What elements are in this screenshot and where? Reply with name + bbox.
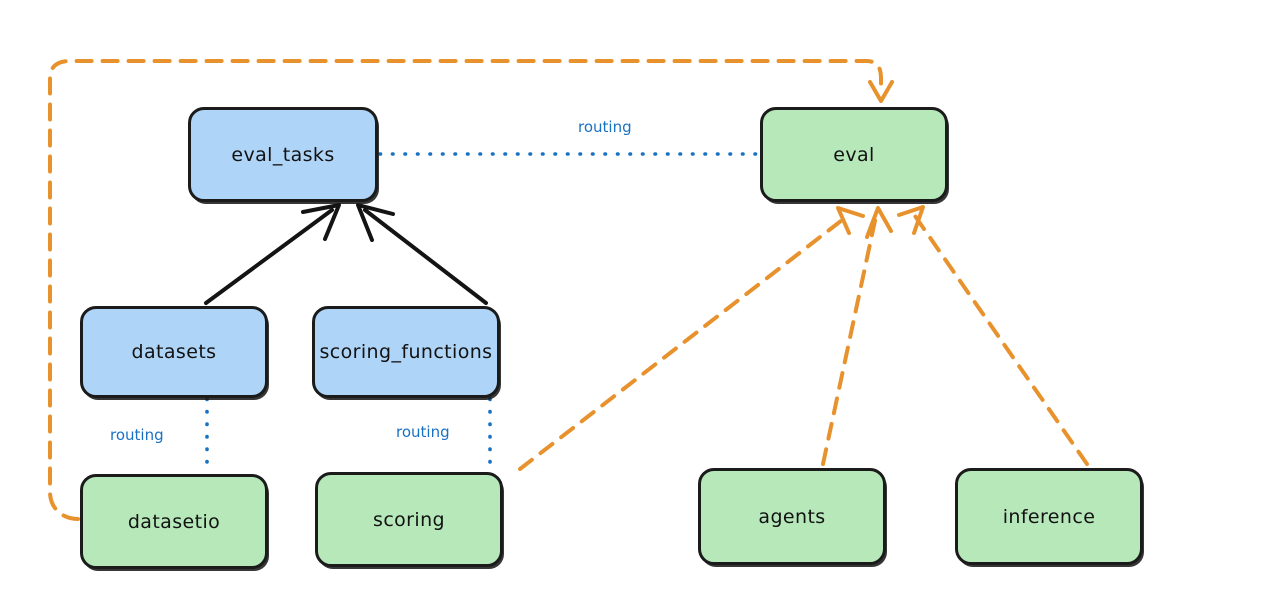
node-eval[interactable]: eval — [760, 107, 948, 202]
node-label-scoring-functions: scoring_functions — [319, 341, 493, 363]
edge-agents-to-eval — [821, 206, 893, 466]
node-label-eval: eval — [833, 143, 875, 166]
node-label-datasets: datasets — [131, 341, 217, 363]
node-scoring-functions[interactable]: scoring_functions — [312, 306, 500, 398]
edge-label-routing-scoring-functions-scoring: routing — [396, 423, 450, 441]
edge-inference-to-eval — [897, 205, 1089, 466]
edge-datasetio-to-eval — [48, 59, 894, 521]
node-label-eval-tasks: eval_tasks — [231, 143, 335, 166]
edge-label-routing-eval-tasks-eval: routing — [578, 118, 632, 136]
node-scoring[interactable]: scoring — [315, 472, 503, 567]
node-inference[interactable]: inference — [955, 468, 1143, 565]
node-label-scoring: scoring — [373, 508, 445, 531]
node-eval-tasks[interactable]: eval_tasks — [188, 107, 378, 202]
edge-datasets-to-eval_tasks — [204, 203, 341, 305]
edge-scoring_functions-to-eval_tasks — [356, 203, 488, 305]
edge-scoring-to-eval — [518, 206, 865, 471]
node-label-inference: inference — [1002, 505, 1096, 528]
node-datasets[interactable]: datasets — [80, 306, 268, 398]
node-agents[interactable]: agents — [698, 468, 886, 565]
node-datasetio[interactable]: datasetio — [80, 474, 268, 569]
node-label-datasetio: datasetio — [127, 510, 221, 533]
edge-label-routing-datasets-datasetio: routing — [110, 426, 164, 444]
node-label-agents: agents — [758, 505, 826, 528]
